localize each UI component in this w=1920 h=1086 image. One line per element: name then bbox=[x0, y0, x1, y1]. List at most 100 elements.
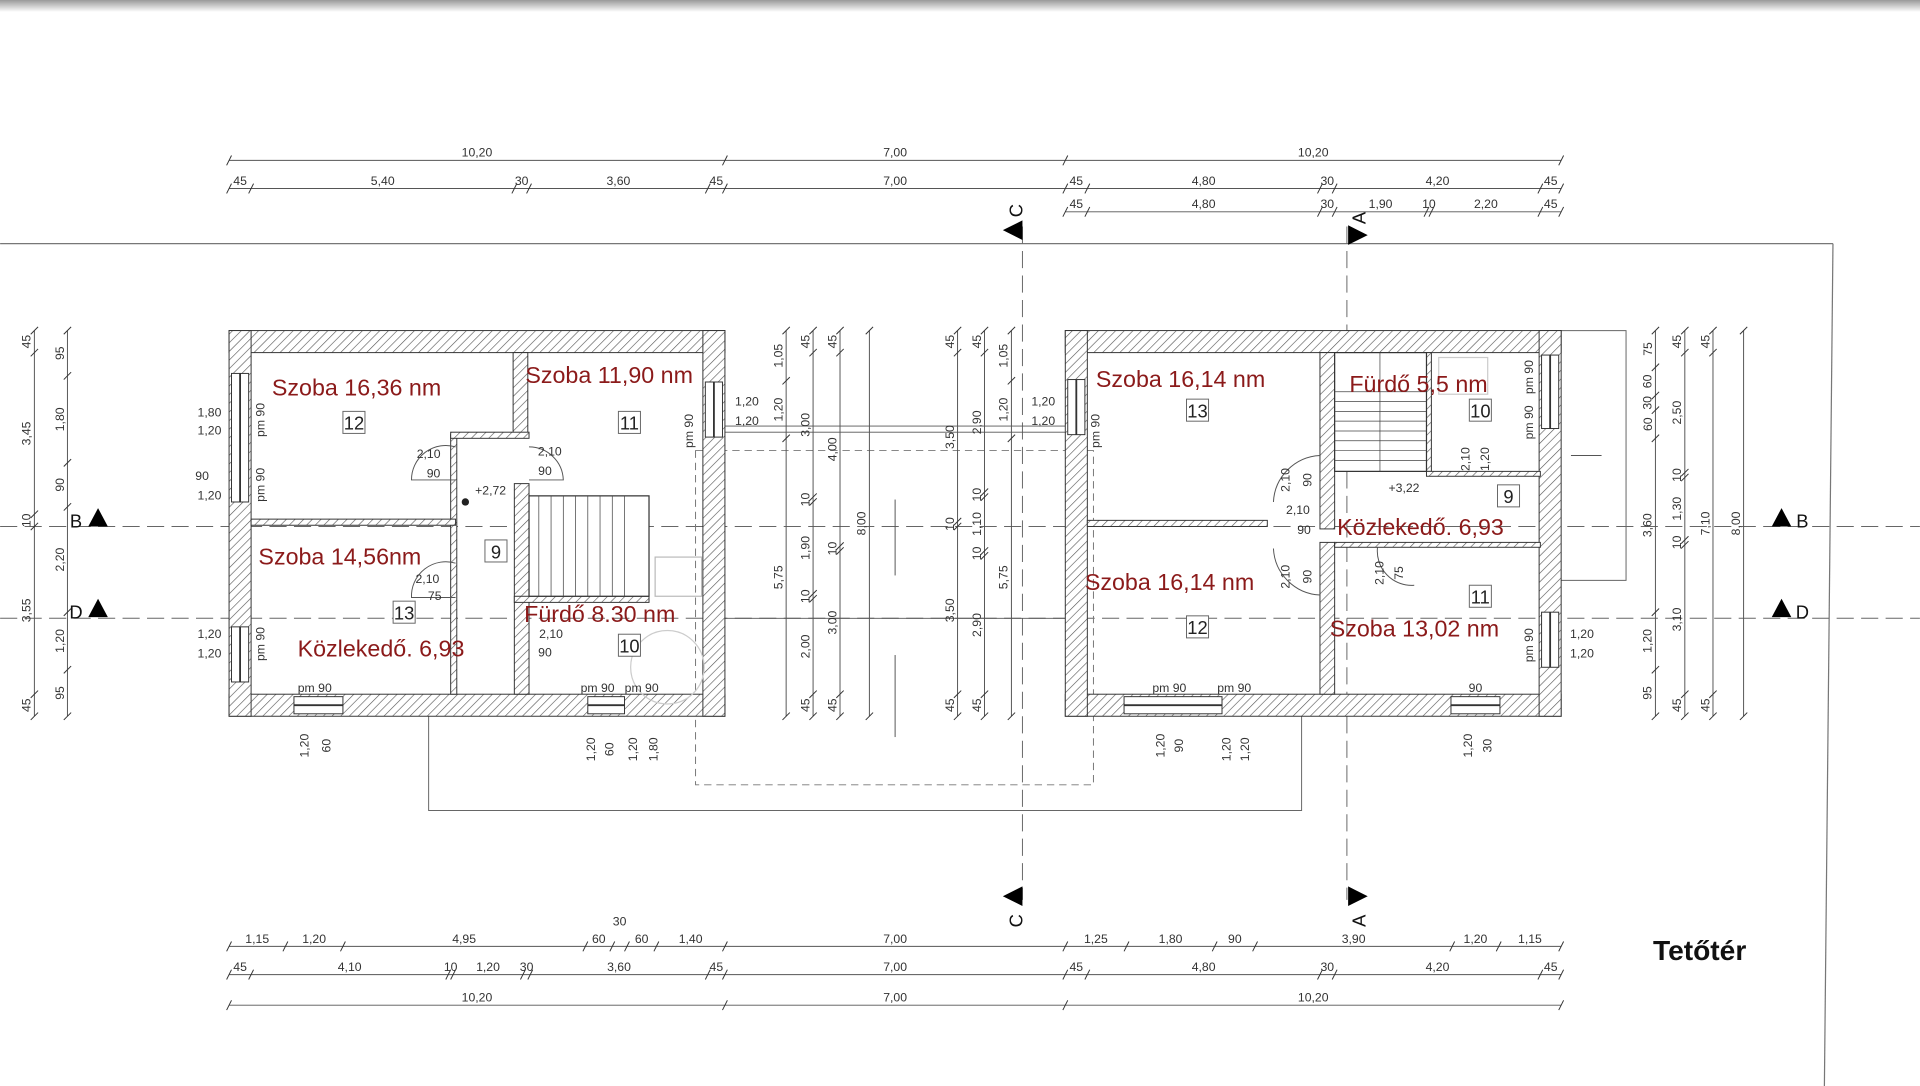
dimension-label: 2,90 bbox=[970, 410, 984, 434]
window-top-shadow bbox=[0, 0, 1920, 12]
annotation-label: 75 bbox=[1392, 566, 1406, 580]
annotation-label: 90 bbox=[538, 464, 552, 478]
elevation-mark: +2,72 bbox=[475, 484, 506, 498]
room-number: 11 bbox=[620, 413, 639, 434]
dimension-label: 1,20 bbox=[1464, 932, 1488, 946]
annotation-label: 1,20 bbox=[1220, 737, 1234, 761]
room-number: 10 bbox=[619, 636, 639, 657]
door-swing bbox=[1272, 548, 1320, 596]
dimension-label: 10,20 bbox=[1298, 146, 1329, 160]
room-label: Szoba 16,14 nm bbox=[1085, 569, 1254, 595]
dimension-label: 1,90 bbox=[798, 536, 812, 560]
annotation-label: 2,10 bbox=[1458, 447, 1472, 471]
dimension-label: 2,90 bbox=[970, 613, 984, 637]
room-number: 13 bbox=[394, 603, 414, 624]
room-number-box bbox=[392, 600, 416, 624]
annotation-label: 90 bbox=[538, 645, 552, 659]
window-sill-label: pm 90 bbox=[1152, 681, 1186, 695]
window-sill-label: pm 90 bbox=[1522, 360, 1536, 394]
room-label: Fürdő 8.30 nm bbox=[524, 601, 675, 627]
dimension-label: 7,00 bbox=[883, 146, 907, 160]
sheet-frame bbox=[0, 243, 1834, 1086]
annotation-label: 1,20 bbox=[735, 414, 759, 428]
dimension-label: 3,60 bbox=[607, 960, 631, 974]
dimension-label: 1,05 bbox=[771, 344, 785, 368]
room-label: Közlekedő. 6,93 bbox=[298, 635, 465, 661]
annotation-label: 1,20 bbox=[1570, 627, 1594, 641]
annotation-label: 2,10 bbox=[539, 627, 563, 641]
annotation-label: 1,20 bbox=[735, 394, 759, 408]
dimension-label: 45 bbox=[943, 698, 957, 712]
dimension-label: 45 bbox=[825, 335, 839, 349]
dimension-label: 45 bbox=[1698, 335, 1712, 349]
window-sill-label: pm 90 bbox=[254, 403, 268, 437]
dimension-label: 45 bbox=[825, 698, 839, 712]
room-number: 13 bbox=[1187, 401, 1207, 422]
staircase bbox=[1334, 352, 1428, 472]
annotation-label: 1,20 bbox=[298, 734, 312, 758]
section-marker-icon bbox=[1348, 225, 1368, 245]
room-number-box bbox=[1186, 615, 1210, 639]
window-sill-label: pm 90 bbox=[1217, 681, 1251, 695]
staircase bbox=[528, 495, 650, 597]
section-letter: A bbox=[1348, 211, 1369, 224]
wall bbox=[1064, 330, 1562, 354]
dimension-label: 45 bbox=[710, 960, 724, 974]
dimension-label: 3,00 bbox=[825, 610, 839, 634]
wall bbox=[1425, 470, 1541, 477]
annotation-label: 60 bbox=[603, 742, 617, 756]
dimension-label: 7,00 bbox=[883, 174, 907, 188]
dimension-label: 1,20 bbox=[302, 932, 326, 946]
annotation-label: 90 bbox=[1300, 570, 1314, 584]
dimension-label: 10,20 bbox=[1298, 991, 1329, 1005]
dimension-label: 2,20 bbox=[53, 547, 67, 571]
dimension-label: 1,25 bbox=[1084, 932, 1108, 946]
annotation-label: 90 bbox=[1297, 523, 1311, 537]
dimension-label: 45 bbox=[1544, 960, 1558, 974]
dimension-label: 45 bbox=[1070, 197, 1084, 211]
dimension-label: 1,15 bbox=[245, 932, 269, 946]
room-label: Szoba 14,56nm bbox=[258, 543, 421, 569]
window-sill-label: pm 90 bbox=[682, 414, 696, 448]
dimension-label: 10 bbox=[1670, 535, 1684, 549]
annotation-label: 1,20 bbox=[1238, 737, 1252, 761]
door-swing bbox=[1376, 547, 1415, 586]
section-letter: D bbox=[1796, 601, 1809, 622]
dimension-label: 3,60 bbox=[1641, 513, 1655, 537]
bathtub-icon bbox=[630, 629, 705, 705]
dimension-label: 2,20 bbox=[1474, 197, 1498, 211]
annotation-label: 90 bbox=[427, 466, 441, 480]
window-sill-label: pm 90 bbox=[254, 627, 268, 661]
dimension-label: 10 bbox=[825, 542, 839, 556]
annotation-label: 1,20 bbox=[198, 424, 222, 438]
annotation-label: 1,20 bbox=[1153, 734, 1167, 758]
room-number-box bbox=[1497, 484, 1521, 508]
dimension-label: 3,55 bbox=[20, 598, 34, 622]
room-label: Közlekedő. 6,93 bbox=[1337, 514, 1504, 540]
dimension-label: 1,20 bbox=[1641, 629, 1655, 653]
annotation-label: 1,20 bbox=[584, 737, 598, 761]
annotation-label: 1,20 bbox=[626, 737, 640, 761]
annotation-label: 2,10 bbox=[538, 444, 562, 458]
floor-title: Tetőtér bbox=[1653, 935, 1746, 966]
dimension-label: 45 bbox=[1070, 174, 1084, 188]
annotation-label: 90 bbox=[1300, 473, 1314, 487]
annotation-label: 1,20 bbox=[198, 627, 222, 641]
dimension-label: 3,10 bbox=[1670, 607, 1684, 631]
dimension-label: 1,15 bbox=[1518, 932, 1542, 946]
dimension-label: 95 bbox=[1641, 686, 1655, 700]
section-letter: B bbox=[70, 511, 82, 532]
dimension-label: 10 bbox=[1670, 468, 1684, 482]
dimension-label: 10 bbox=[798, 589, 812, 603]
dimension-label: 1,90 bbox=[1369, 197, 1393, 211]
dimension-label: 10,20 bbox=[462, 991, 493, 1005]
door-swing bbox=[411, 444, 456, 481]
dimension-label: 90 bbox=[1228, 932, 1242, 946]
dimension-label: 45 bbox=[798, 698, 812, 712]
dimension-label: 30 bbox=[1641, 396, 1655, 410]
annotation-label: 90 bbox=[1469, 681, 1483, 695]
room-number: 12 bbox=[1187, 617, 1207, 638]
window-sill-label: pm 90 bbox=[1522, 405, 1536, 439]
dimension-label: 4,20 bbox=[1426, 960, 1450, 974]
